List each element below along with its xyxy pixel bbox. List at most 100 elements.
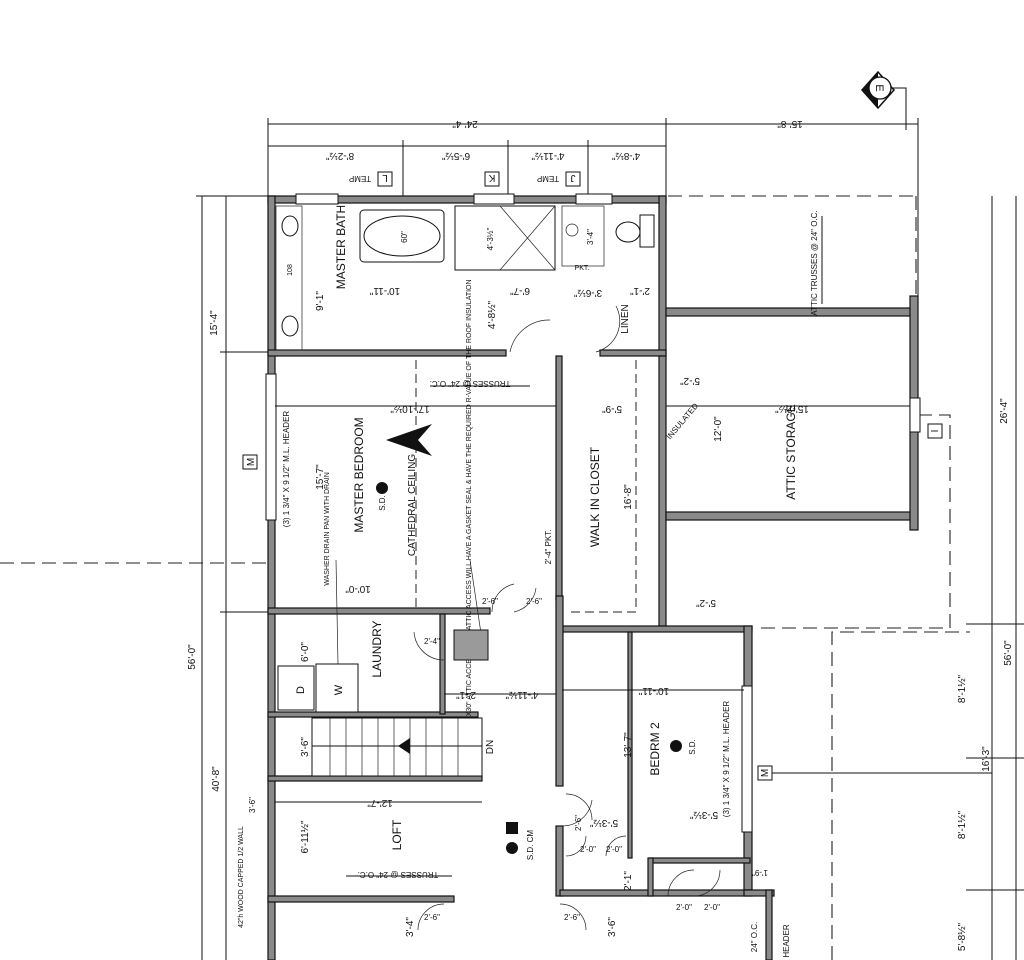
vanity-size: 108 [287,264,294,276]
header-note-3: HEADER [782,924,791,958]
laundry-dim-2: 4'-11½" [505,689,539,700]
dim-left-1: 15'-4" [209,310,220,336]
shower-dim-2: 4'-8½" [487,300,498,329]
insulated-note: INSULATED [665,401,701,441]
loft-side-dim: 3'-6" [248,797,257,813]
window-tag-l: L [382,172,388,183]
master-bath-fixtures: 108 60" 4'-3½" 3'-4" PKT. MASTER BATH 10… [275,205,655,353]
door-br2-2: 2'-0" [580,845,596,854]
room-bedroom-2: BEDRM 2 [648,722,662,776]
right-dimensions: 26'-4" 56'-0" 8'-1½" 16'-3" 8'-1½" 5'-8½… [957,196,1024,960]
hall-dim-1: 6'-7" [510,285,530,296]
compass-marker: E [860,70,907,130]
laundry: D W LAUNDRY 2'-4" 2'-1" 4'-11½" [277,620,556,713]
attic-width-dim: 15'-2½" [775,403,809,414]
dim-laundry-h: 6'-0" [300,642,311,662]
dim-right-2: 56'-0" [1003,640,1014,666]
attic-trusses-note: ATTIC TRUSSES @ 24" O.C. [810,210,819,315]
room-attic-storage: ATTIC STORAGE [784,404,798,500]
temp-label-1: TEMP [349,174,371,183]
door-laundry: 2'-4" [424,637,440,646]
compass-label: E [873,84,885,91]
tub-size: 60" [400,231,409,243]
window-tag-i: I [930,430,941,433]
dim-loft-h: 6'-11½" [300,820,311,854]
br2-depth-dim: 13'-7" [623,732,634,758]
loft: 12'-7" LOFT S.D. CM TRUSSES @ 24" O.C. 3… [238,793,593,931]
trusses-label-2: TRUSSES @ 24" O.C. [358,870,439,879]
mbr-width-dim: 17'-10½" [390,403,430,414]
room-master-bedroom: MASTER BEDROOM [352,417,366,532]
dashed-outlines [0,195,970,960]
mbr-smoke-detector: S.D. [378,495,387,511]
br2-small-dim: 2'-1" [623,871,634,891]
washer-label: W [333,684,345,695]
dim-bottom-2: 3'-6" [607,917,618,937]
attic-side-dim: 5'-2" [696,597,716,608]
room-walk-in-closet: WALK IN CLOSET [588,446,602,547]
closet-pocket: 2'-4" PKT. [544,529,553,564]
dim-left-2: 56'-0" [187,644,198,670]
room-loft: LOFT [390,819,404,850]
dim-right-5: 8'-1½" [957,810,968,839]
room-master-bath: MASTER BATH [334,205,348,289]
closet-width-dim: 5'-9" [602,403,622,414]
header-note-2: (3) 1 3/4" X 9 1/2" M.L. HEADER [722,701,731,818]
dim-seg2: 6'-5½" [441,150,470,161]
dim-seg3: 4'-11½" [531,150,565,161]
dim-right-1: 26'-4" [999,398,1010,424]
dryer-label: D [295,686,307,694]
br2-width-dim: 10'-11" [638,685,669,696]
shower-dim: 4'-3½" [486,228,495,251]
window-tag-m-left: M [246,458,257,466]
br2-closet-dim: 5'-3½" [689,809,718,820]
bedroom-2: 10'-11" 13'-7" BEDRM 2 S.D. (3) 1 3/4" X… [561,685,791,958]
attic-access-note: 22"X30" ATTIC ACCESS (typ.) ATTIC ACCESS… [466,279,473,726]
dim-seg1: 8'-2½" [325,150,354,161]
oc-note: 24" O.C. [750,922,759,952]
hall-dim-3: 2'-1" [630,285,650,296]
top-dimensions: 24'-4" 15'-8" 8'-2½" 6'-5½" 4'-11½" 4'-8… [267,118,919,300]
wood-wall-note: 42"h WOOD CAPPED 1/2 WALL [238,826,245,928]
door-mbr-2: 2'-6" [526,597,542,606]
br2-closet-dim-2: 5'-3½" [589,817,618,828]
room-laundry: LAUNDRY [370,620,384,677]
pkt-label: PKT. [575,265,590,272]
bath-width-dim: 10'-11" [369,285,400,296]
hall-dim-2: 3'-6½" [573,287,602,298]
wc-dim: 3'-4" [586,229,595,245]
windows: I M [265,193,992,833]
door-br2-4: 2'-0" [676,903,692,912]
header-note-1: (3) 1 3/4" X 9 1/2" M.L. HEADER [282,411,291,528]
mbr-bottom-dim: 10'-0" [345,583,371,594]
door-loft-1: 2'-6" [424,913,440,922]
dim-right-3: 8'-1½" [957,674,968,703]
loft-smoke-co: S.D. CM [526,830,535,861]
dim-overall-right: 15'-8" [777,118,803,129]
window-tag-m-right: M [760,769,771,777]
loft-width-dim: 12'-7" [367,797,393,808]
attic-top-dim: 5'-2" [680,375,700,386]
cathedral-ceiling: CATHEDRAL CEILING [407,454,418,556]
dim-left-3: 40'-8" [211,766,222,792]
door-mbr-1: 2'-6" [482,597,498,606]
left-dimensions: 15'-4" 56'-0" 40'-8" M 3'-6" 6'-0" 6'-11… [187,195,618,960]
walk-in-closet: WALK IN CLOSET 5'-9" 16'-8" [588,403,634,547]
dim-bottom-1: 3'-4" [405,917,416,937]
trusses-label-1: TRUSSES @ 24" O.C. [430,379,511,388]
window-tag-k: K [488,172,495,183]
stairs-down-label: DN [485,740,496,754]
door-br2-5: 2'-0" [704,903,720,912]
master-bedroom: TRUSSES @ 24" O.C. 17'-10½" 15'-7" MASTE… [275,279,556,727]
dim-right-6: 5'-8½" [957,922,968,951]
door-loft-2: 2'-6" [564,913,580,922]
mbr-depth-dim: 15'-7" [315,464,326,490]
br2-smoke-detector: S.D. [688,739,697,755]
closet-depth-dim: 16'-8" [623,484,634,510]
washer-note: WASHER DRAIN PAN WITH DRAIN [324,472,331,586]
attic-depth-dim: 12'-0" [713,416,724,442]
dim-overall-left: 24'-4" [452,118,478,129]
laundry-dim-1: 2'-1" [456,689,476,700]
dim-stair: 3'-6" [300,737,311,757]
door-br2-1: 2'-6" [574,815,583,831]
